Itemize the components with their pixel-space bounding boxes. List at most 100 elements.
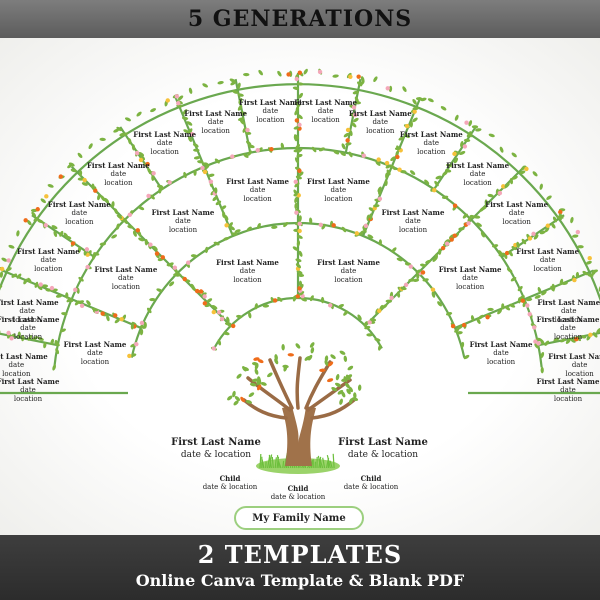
vine-leaf xyxy=(409,121,413,128)
name-placeholder: First Last Name xyxy=(537,297,600,307)
vine-leaf xyxy=(468,131,473,138)
vine-leaf xyxy=(520,165,527,171)
vine-leaf xyxy=(169,281,175,287)
vine-leaf xyxy=(214,187,218,194)
vine-leaf xyxy=(237,82,241,89)
vine-flower xyxy=(194,288,200,294)
bottom-banner: 2 TEMPLATES Online Canva Template & Blan… xyxy=(0,535,600,600)
vine-leaf xyxy=(88,143,93,150)
vine-flower xyxy=(395,154,400,160)
vine-leaf xyxy=(239,119,246,125)
vine-leaf xyxy=(476,222,482,227)
vine-flower xyxy=(367,320,372,325)
vine-leaf xyxy=(188,128,193,135)
vine-leaf xyxy=(487,193,494,198)
vine-leaf xyxy=(453,157,459,164)
date-placeholder: date xyxy=(156,139,173,148)
vine-leaf xyxy=(394,146,402,151)
vine-leaf xyxy=(111,201,115,208)
location-placeholder: location xyxy=(366,127,395,136)
vine-leaf xyxy=(501,303,505,310)
vine-leaf xyxy=(550,285,555,292)
vine-flower xyxy=(23,218,28,223)
date-placeholder: date xyxy=(560,306,577,315)
vine-flower xyxy=(317,69,323,75)
vine-leaf xyxy=(147,168,152,174)
vine-flower xyxy=(444,241,450,246)
name-placeholder: First Last Name xyxy=(536,377,600,386)
vine-leaf xyxy=(211,305,218,310)
vine-flower xyxy=(536,341,541,346)
vine-flower xyxy=(397,167,402,172)
vine-leaf xyxy=(438,248,442,255)
vine-flower xyxy=(532,325,537,330)
vine-leaf xyxy=(236,314,243,319)
vine-leaf xyxy=(228,222,233,228)
vine-flower xyxy=(202,169,208,175)
vine-leaf xyxy=(151,174,155,181)
vine-flower xyxy=(79,303,85,308)
vine-leaf xyxy=(138,206,145,211)
vine-flower xyxy=(134,150,140,156)
vine-leaf xyxy=(106,314,110,322)
vine-leaf xyxy=(99,242,107,246)
vine-flower xyxy=(82,177,87,183)
date-placeholder: date xyxy=(239,267,256,276)
location-placeholder: location xyxy=(311,116,340,125)
vine-leaf xyxy=(116,214,123,219)
vine-leaf xyxy=(577,245,584,249)
vine-leaf xyxy=(243,153,249,158)
vine-flower xyxy=(404,123,410,129)
date-placeholder: date xyxy=(207,118,224,127)
vine-flower xyxy=(462,144,468,149)
vine-flower xyxy=(531,231,536,237)
date-location-placeholder: date & location xyxy=(270,493,326,501)
location-placeholder: location xyxy=(111,282,141,291)
vine-leaf xyxy=(43,341,47,349)
vine-leaf xyxy=(277,70,282,77)
vine-flower xyxy=(363,223,369,228)
vine-flower xyxy=(574,336,579,342)
vine-leaf xyxy=(509,177,514,185)
vine-leaf xyxy=(256,222,261,229)
vine-leaf xyxy=(412,106,419,111)
footer-title: 2 TEMPLATES xyxy=(197,540,403,569)
vine-leaf xyxy=(366,333,373,337)
header-title: 5 GENERATIONS xyxy=(187,6,413,32)
vine-leaf xyxy=(213,241,220,246)
vine-leaf xyxy=(280,142,285,150)
vine-leaf xyxy=(446,163,453,168)
vine-leaf xyxy=(445,312,453,316)
vine-leaf xyxy=(482,205,488,210)
vine-leaf xyxy=(77,246,82,253)
vine-leaf xyxy=(565,338,571,344)
family-name-text: My Family Name xyxy=(252,512,346,524)
vine-leaf xyxy=(415,269,422,274)
vine-leaf xyxy=(37,337,44,341)
vine-leaf xyxy=(201,162,209,166)
vine-flower xyxy=(127,212,133,217)
vine-leaf xyxy=(471,125,479,129)
vine-flower xyxy=(420,270,426,275)
name-placeholder: First Last Name xyxy=(86,161,150,171)
vine-leaf xyxy=(238,98,243,104)
vine-leaf xyxy=(78,276,84,282)
vine-flower xyxy=(331,223,336,228)
vine-leaf xyxy=(396,257,403,262)
vine-leaf xyxy=(343,310,349,316)
vine-leaf xyxy=(431,291,436,298)
location-placeholder: location xyxy=(398,225,428,234)
vine-flower xyxy=(452,233,457,238)
vine-flower xyxy=(297,221,302,226)
vine-leaf xyxy=(111,234,118,239)
vine-leaf xyxy=(442,171,448,176)
vine-leaf xyxy=(294,182,300,188)
vine-flower xyxy=(230,154,235,159)
